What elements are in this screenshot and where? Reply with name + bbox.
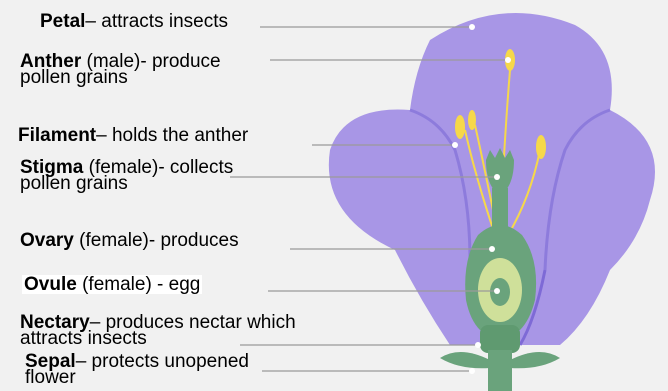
sepal-desc-line2: flower xyxy=(25,371,249,385)
filament-term: Filament xyxy=(18,125,96,146)
style-shape xyxy=(492,188,508,228)
filament-desc: – holds the anther xyxy=(96,125,248,146)
label-anther: Anther (male)- produce pollen grains xyxy=(20,52,221,85)
ovary-term: Ovary xyxy=(20,230,74,251)
label-sepal: Sepal– protects unopened flower xyxy=(25,352,249,385)
sepal-desc: – protects unopened xyxy=(76,351,249,372)
label-nectary: Nectary– produces nectar which attracts … xyxy=(20,313,296,346)
petal-term: Petal xyxy=(40,11,85,32)
label-stigma: Stigma (female)- collects pollen grains xyxy=(20,158,233,191)
nectary-shape xyxy=(480,325,520,353)
ovule-shape xyxy=(490,278,510,306)
sepal-left xyxy=(440,352,490,368)
label-filament: Filament– holds the anther xyxy=(18,126,248,145)
label-petal: Petal– attracts insects xyxy=(40,12,228,31)
ovule-desc: (female) - egg xyxy=(77,274,201,295)
stem-shape xyxy=(488,350,512,391)
sepal-right xyxy=(510,352,560,368)
ovule-term: Ovule xyxy=(24,274,77,295)
nectary-desc-line2: attracts insects xyxy=(20,332,296,346)
stigma-shape xyxy=(486,148,514,190)
stigma-desc-line2: pollen grains xyxy=(20,177,233,191)
petal-desc: – attracts insects xyxy=(85,11,228,32)
anther-desc-line2: pollen grains xyxy=(20,71,221,85)
ovary-desc: (female)- produces xyxy=(74,230,239,251)
label-ovary: Ovary (female)- produces xyxy=(20,231,239,250)
label-ovule: Ovule (female) - egg xyxy=(22,275,202,294)
